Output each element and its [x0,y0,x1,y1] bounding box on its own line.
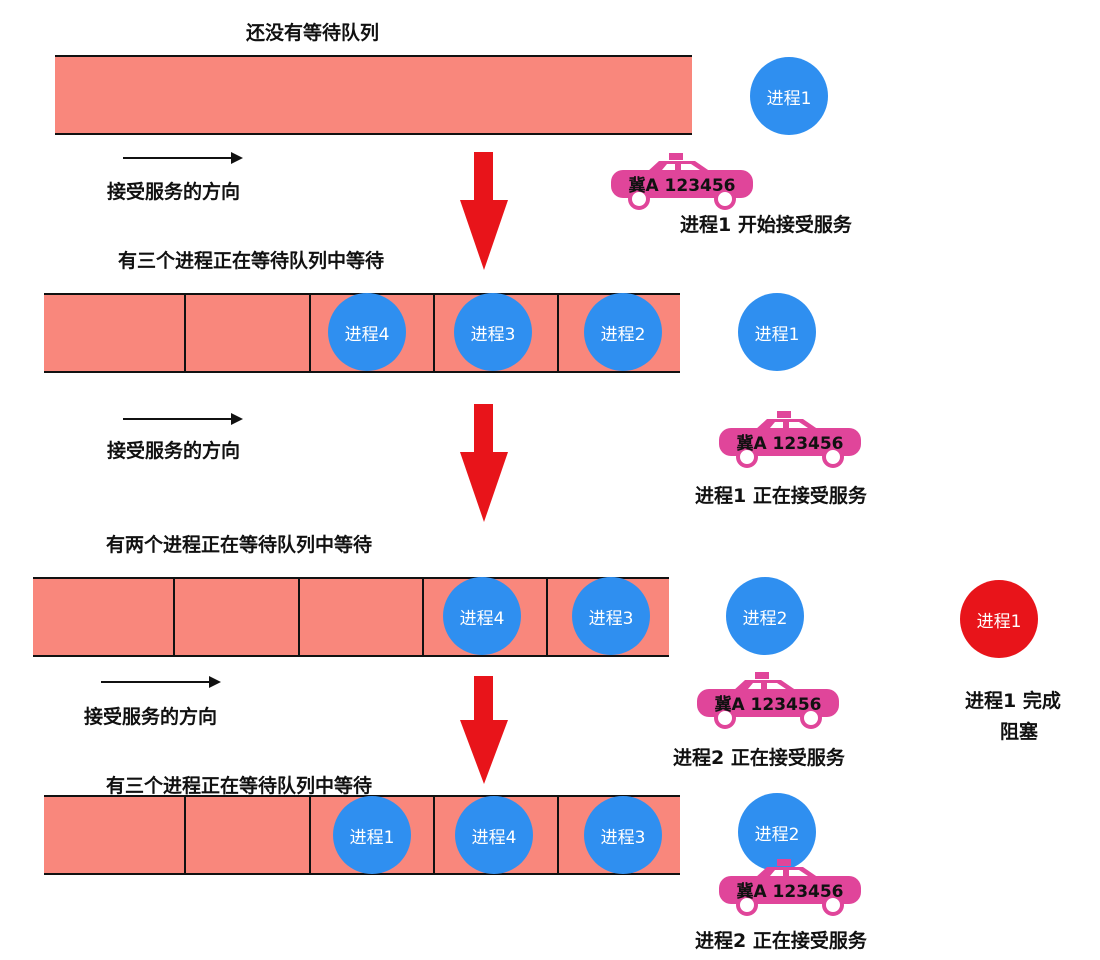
taxi-icon: 冀A 123456 [693,671,843,733]
taxi-icon: 冀A 123456 [715,410,865,472]
stage1-title: 还没有等待队列 [246,22,380,44]
stage4-title: 有三个进程正在等待队列中等待 [106,775,373,797]
stage2-title: 有三个进程正在等待队列中等待 [118,250,385,272]
stage4-queue-process-2: 进程4 [455,796,533,874]
stage3-blocked-status-line2: 阻塞 [1000,721,1039,743]
stage3-queue-process-2: 进程3 [572,577,650,655]
stage1-server-process: 进程1 [750,57,828,135]
stage4-queue-process-1: 进程1 [333,796,411,874]
right-arrow-icon [101,676,221,688]
stage2-status: 进程1 正在接受服务 [695,485,867,507]
stage2-plate: 冀A 123456 [736,434,844,454]
taxi-icon: 冀A 123456 [715,858,865,920]
right-arrow-icon [123,413,243,425]
stage2-direction-label: 接受服务的方向 [107,440,241,462]
stage3-queue-process-1: 进程4 [443,577,521,655]
stage2-queue-process-2: 进程3 [454,293,532,371]
stage2-queue-process-3: 进程2 [584,293,662,371]
stage1-direction-label: 接受服务的方向 [107,181,241,203]
taxi-icon: 冀A 123456 [607,152,757,214]
stage3-plate: 冀A 123456 [714,695,822,715]
stage3-blocked-status-line1: 进程1 完成 [965,690,1061,712]
stage3-direction-label: 接受服务的方向 [84,706,218,728]
stage3-queue [33,577,669,657]
stage1-queue [55,55,692,135]
stage3-title: 有两个进程正在等待队列中等待 [106,534,373,556]
down-arrow-icon [460,676,508,784]
down-arrow-icon [460,152,508,270]
stage3-blocked-process: 进程1 [960,580,1038,658]
down-arrow-icon [460,404,508,522]
stage1-plate: 冀A 123456 [628,176,736,196]
stage3-status: 进程2 正在接受服务 [673,747,845,769]
stage4-plate: 冀A 123456 [736,882,844,902]
stage4-queue-process-3: 进程3 [584,796,662,874]
stage2-server-process: 进程1 [738,293,816,371]
stage3-server-process: 进程2 [726,577,804,655]
stage1-status: 进程1 开始接受服务 [680,214,852,236]
stage4-status: 进程2 正在接受服务 [695,930,867,952]
stage4-server-process: 进程2 [738,793,816,871]
stage2-queue-process-1: 进程4 [328,293,406,371]
right-arrow-icon [123,152,243,164]
